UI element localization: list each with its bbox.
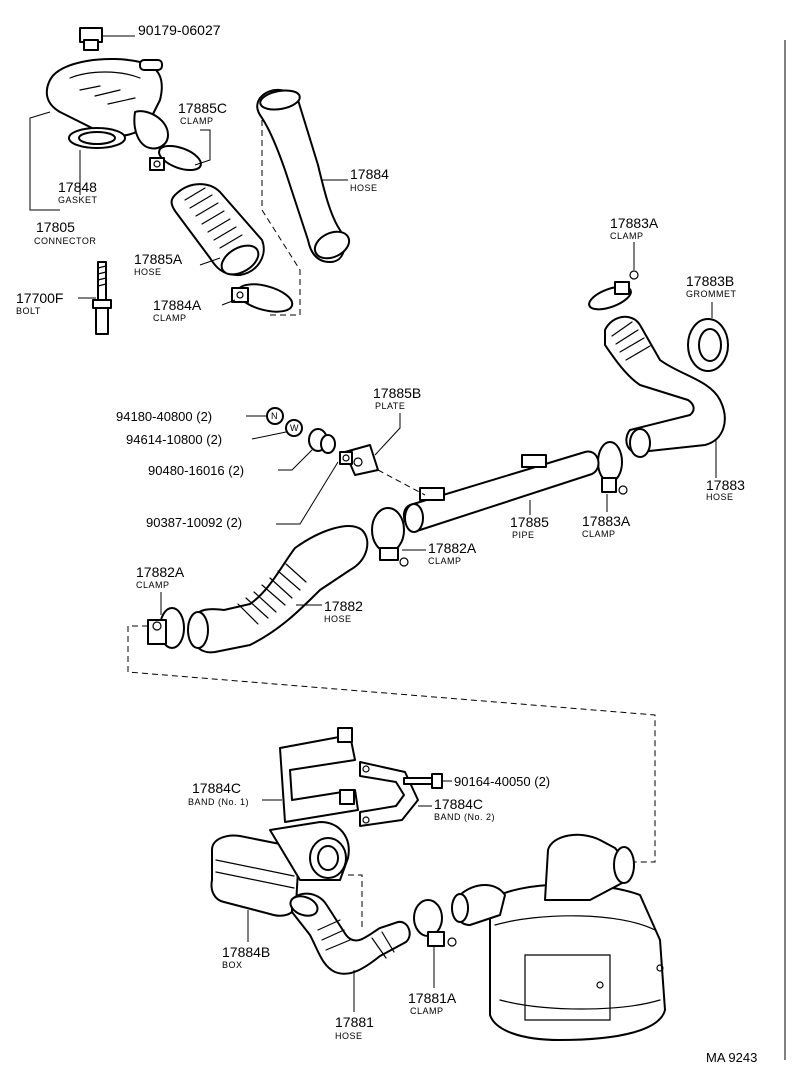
label-clamp-17882a-mid-number: 17882A: [428, 540, 477, 556]
box-17884b-shape: [210, 821, 350, 917]
collar-90387-shape: [339, 451, 353, 465]
label-nut-94180: 94180-40800 (2): [116, 409, 212, 424]
bolt-17700f-shape: [92, 261, 112, 335]
label-box-17884b-number: 17884B: [222, 944, 270, 960]
clamp-17881a-shape: [413, 899, 457, 947]
clamp-17884a-shape: [231, 283, 294, 313]
label-clamp-17882a-left-name: CLAMP: [136, 580, 170, 590]
band-17884c-1-shape: [279, 727, 359, 823]
nut-94180-symbol: N: [266, 407, 284, 425]
label-clamp-17885c-number: 17885C: [178, 100, 227, 116]
label-band-17884c-2-number: 17884C: [434, 796, 483, 812]
label-grommet-17883b-number: 17883B: [686, 273, 734, 289]
label-grommet-17883b-name: GROMMET: [686, 289, 737, 299]
label-plate-17885b-number: 17885B: [373, 385, 421, 401]
label-bolt-90179: 90179-06027: [138, 22, 221, 38]
bolt-90179-shape: [79, 27, 103, 51]
hose-17883-shape: [604, 315, 726, 458]
air-cleaner-assembly-shape: [451, 833, 666, 1041]
label-hose-17881-name: HOSE: [335, 1031, 363, 1041]
hose-17882-shape: [187, 525, 369, 654]
label-hose-17882-name: HOSE: [324, 614, 352, 624]
svg-text:W: W: [290, 423, 299, 433]
hose-17885a-shape: [170, 183, 265, 277]
label-screw-90164: 90164-40050 (2): [454, 774, 550, 789]
label-clamp-17885c-name: CLAMP: [180, 116, 214, 126]
label-clamp-17882a-mid-name: CLAMP: [428, 556, 462, 566]
label-hose-17881-number: 17881: [335, 1014, 374, 1030]
label-connector-name: CONNECTOR: [34, 236, 96, 246]
connector-17805-shape: [45, 58, 169, 150]
label-clamp-17881a-name: CLAMP: [410, 1006, 444, 1016]
label-gasket-name: GASKET: [58, 195, 98, 205]
label-hose-17884-name: HOSE: [350, 183, 378, 193]
label-hose-17885a-name: HOSE: [134, 267, 162, 277]
clamp-17882a-left-shape: [147, 607, 185, 649]
label-clamp-17882a-left-number: 17882A: [136, 564, 185, 580]
clamp-17883a-top-shape: [588, 270, 639, 311]
diagram-reference: MA 9243: [706, 1050, 757, 1065]
clamp-17885c-shape: [149, 144, 202, 172]
label-hose-17885a-number: 17885A: [134, 251, 183, 267]
grommet-90480-shape: [308, 428, 336, 454]
label-clamp-17883a-top-number: 17883A: [610, 215, 659, 231]
label-clamp-17884a-number: 17884A: [153, 297, 202, 313]
label-washer-94614: 94614-10800 (2): [126, 432, 222, 447]
label-bolt-17700f-name: BOLT: [16, 306, 41, 316]
label-clamp-17883a-mid-number: 17883A: [582, 513, 631, 529]
label-connector-number: 17805: [36, 219, 75, 235]
label-band-17884c-1-name: BAND (No. 1): [188, 797, 249, 807]
label-pipe-17885-name: PIPE: [512, 530, 535, 540]
label-pipe-17885-number: 17885: [510, 514, 549, 530]
label-grommet-90480: 90480-16016 (2): [148, 463, 244, 478]
hose-17884-shape: [256, 89, 351, 263]
clamp-17883a-mid-shape: [597, 441, 628, 495]
label-collar-90387: 90387-10092 (2): [146, 515, 242, 530]
label-bolt-17700f-number: 17700F: [16, 290, 63, 306]
label-band-17884c-1-number: 17884C: [192, 780, 241, 796]
band-17884c-2-shape: [359, 761, 419, 827]
label-clamp-17881a-number: 17881A: [408, 990, 457, 1006]
label-clamp-17883a-mid-name: CLAMP: [582, 529, 616, 539]
label-band-17884c-2-name: BAND (No. 2): [434, 812, 495, 822]
washer-94614-symbol: W: [285, 419, 303, 437]
svg-text:N: N: [271, 411, 278, 421]
label-hose-17882-number: 17882: [324, 598, 363, 614]
label-gasket-number: 17848: [58, 179, 97, 195]
label-hose-17883-number: 17883: [706, 477, 745, 493]
hose-17881-shape: [289, 892, 411, 975]
label-clamp-17883a-top-name: CLAMP: [610, 231, 644, 241]
assembly-dash-line: [127, 625, 656, 863]
label-box-17884b-name: BOX: [222, 960, 243, 970]
label-hose-17883-name: HOSE: [706, 492, 734, 502]
label-clamp-17884a-name: CLAMP: [153, 313, 187, 323]
label-hose-17884-number: 17884: [350, 166, 389, 182]
pipe-17885-shape: [402, 450, 600, 533]
label-plate-17885b-name: PLATE: [375, 401, 405, 411]
clamp-17882a-mid-shape: [371, 507, 409, 567]
